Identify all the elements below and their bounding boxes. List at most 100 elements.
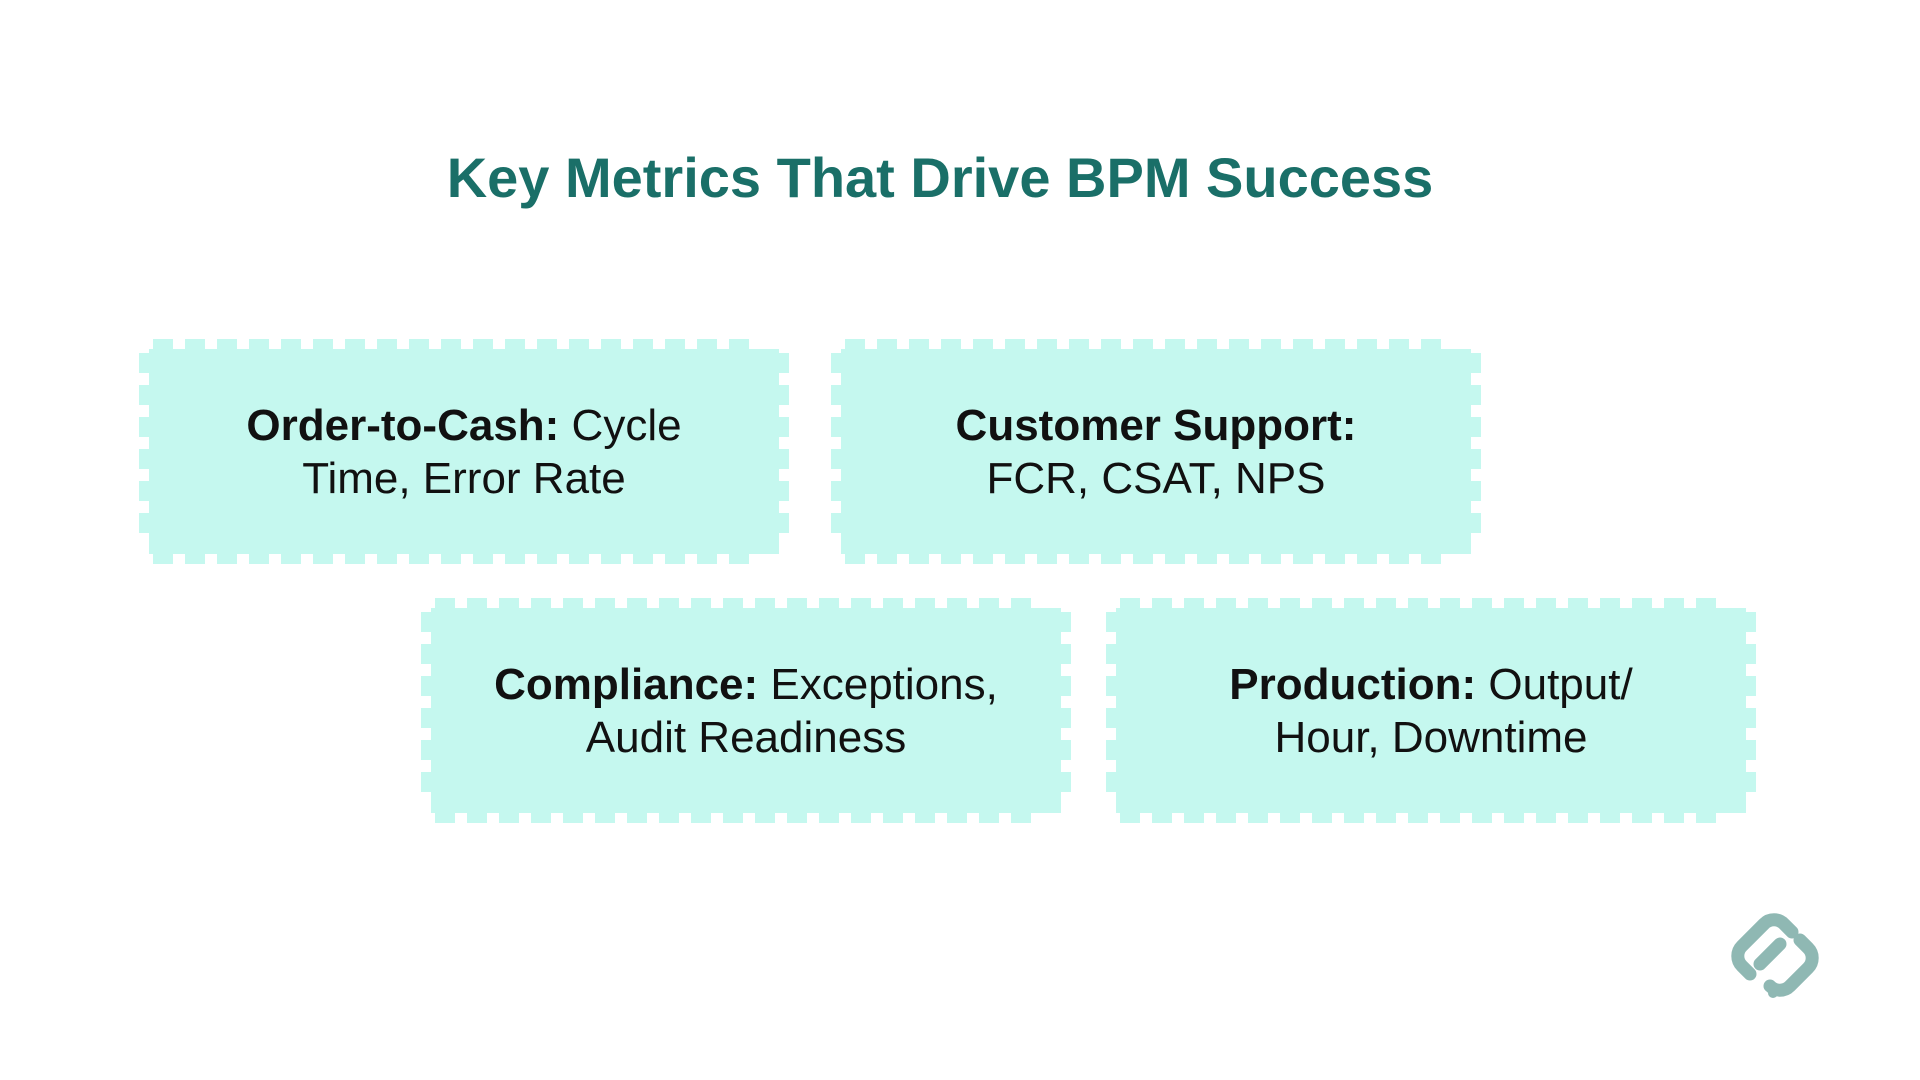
card-edge-tooth (217, 554, 237, 564)
card-edge-tooth (1312, 813, 1332, 823)
card-edge-tooth (1376, 598, 1396, 608)
card-edge-tooth (1600, 598, 1620, 608)
card-text: Customer Support: FCR, CSAT, NPS (891, 339, 1421, 564)
card-edge-tooth (569, 554, 589, 564)
card-edge-tooth (1568, 813, 1588, 823)
card-edge-tooth (1696, 598, 1716, 608)
card-edge-tooth (569, 339, 589, 349)
card-edge-tooth (1037, 554, 1057, 564)
card-edge-tooth (973, 554, 993, 564)
card-edge-tooth (1229, 339, 1249, 349)
card-edge-tooth (421, 708, 431, 728)
card-edge-tooth (691, 813, 711, 823)
card-edge-tooth (1216, 598, 1236, 608)
card-edge-tooth (1357, 339, 1377, 349)
card-edge-tooth (421, 612, 431, 632)
card-edge-tooth (421, 676, 431, 696)
card-edge-tooth (755, 598, 775, 608)
card-edge-tooth (1184, 598, 1204, 608)
card-edge-tooth (1536, 598, 1556, 608)
card-edge-tooth (1106, 676, 1116, 696)
card-edge-tooth (1696, 813, 1716, 823)
card-edge-tooth (787, 813, 807, 823)
card-edge-tooth (851, 813, 871, 823)
card-edge-tooth (877, 554, 897, 564)
card-edge-tooth (831, 513, 841, 533)
card-edge-tooth (139, 417, 149, 437)
card-edge-tooth (537, 339, 557, 349)
card-edge-tooth (139, 385, 149, 405)
card-edge-tooth (473, 339, 493, 349)
card-edge-tooth (281, 554, 301, 564)
card-edge-tooth (1664, 598, 1684, 608)
card-edge-tooth (851, 598, 871, 608)
card-heading: Customer Support: (955, 400, 1357, 450)
card-edge-tooth (345, 339, 365, 349)
card-edge-tooth (941, 554, 961, 564)
card-edge-tooth (1101, 339, 1121, 349)
card-edge-tooth (1061, 612, 1071, 632)
card-edge-tooth (1504, 598, 1524, 608)
card-edge-tooth (139, 353, 149, 373)
card-edge-tooth (441, 554, 461, 564)
card-edge-tooth (979, 598, 999, 608)
card-body: FCR, CSAT, NPS (986, 453, 1326, 503)
card-edge-tooth (1471, 481, 1481, 501)
card-edge-tooth (153, 339, 173, 349)
link-logo-icon (1731, 913, 1819, 998)
card-edge-tooth (1069, 339, 1089, 349)
card-edge-tooth (1248, 598, 1268, 608)
card-fill (431, 608, 1061, 813)
card-edge-tooth (1389, 339, 1409, 349)
card-body: Cycle Time, Error Rate (302, 400, 682, 503)
card-edge-tooth (1421, 339, 1441, 349)
card-edge-tooth (1325, 554, 1345, 564)
card-edge-tooth (377, 554, 397, 564)
card-edge-tooth (1471, 353, 1481, 373)
card-edge-tooth (1120, 598, 1140, 608)
card-edge-tooth (1325, 339, 1345, 349)
card-edge-tooth (779, 353, 789, 373)
card-edge-tooth (1061, 740, 1071, 760)
card-edge-tooth (345, 554, 365, 564)
card-edge-tooth (915, 813, 935, 823)
card-edge-tooth (941, 339, 961, 349)
card-edge-tooth (595, 598, 615, 608)
card-edge-tooth (1632, 813, 1652, 823)
card-edge-tooth (421, 740, 431, 760)
card-edge-tooth (313, 554, 333, 564)
card-edge-tooth (505, 554, 525, 564)
card-edge-tooth (1061, 644, 1071, 664)
card-edge-tooth (563, 813, 583, 823)
card-fill (841, 349, 1471, 554)
card-edge-tooth (1261, 554, 1281, 564)
card-edge-tooth (1261, 339, 1281, 349)
card-edge-tooth (1746, 676, 1756, 696)
card-edge-tooth (697, 554, 717, 564)
card-edge-tooth (1106, 612, 1116, 632)
card-edge-tooth (1344, 598, 1364, 608)
card-edge-tooth (1229, 554, 1249, 564)
card-edge-tooth (139, 513, 149, 533)
card-text: Production: Output/ Hour, Downtime (1166, 598, 1696, 823)
card-heading: Compliance: (494, 659, 759, 709)
card-edge-tooth (819, 598, 839, 608)
card-edge-tooth (779, 385, 789, 405)
card-edge-tooth (1120, 813, 1140, 823)
card-edge-tooth (1293, 554, 1313, 564)
card-edge-tooth (139, 481, 149, 501)
card-edge-tooth (1133, 339, 1153, 349)
card-edge-tooth (1746, 772, 1756, 792)
card-edge-tooth (1389, 554, 1409, 564)
card-edge-tooth (1165, 554, 1185, 564)
card-edge-tooth (1101, 554, 1121, 564)
card-edge-tooth (779, 449, 789, 469)
card-edge-tooth (531, 598, 551, 608)
card-edge-tooth (819, 813, 839, 823)
card-edge-tooth (1312, 598, 1332, 608)
card-edge-tooth (1106, 644, 1116, 664)
card-edge-tooth (313, 339, 333, 349)
card-edge-tooth (1011, 598, 1031, 608)
card-edge-tooth (595, 813, 615, 823)
card-edge-tooth (845, 339, 865, 349)
